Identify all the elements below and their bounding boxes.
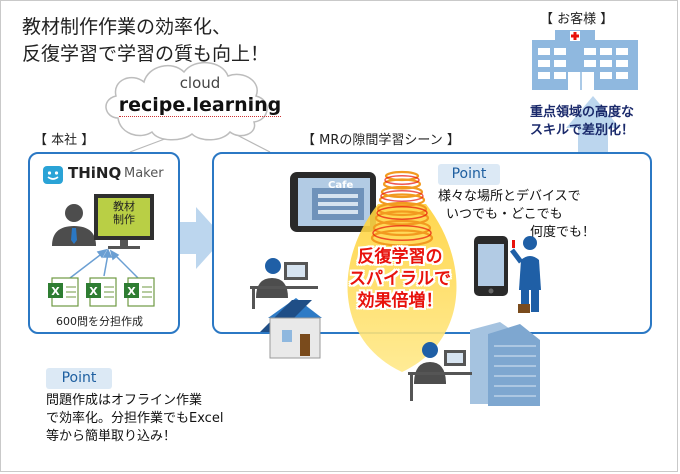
svg-text:X: X [89, 285, 98, 298]
cloud-label: cloud [179, 74, 221, 92]
hq-person-icon [52, 204, 96, 246]
cloud-shape [105, 62, 268, 141]
home-worker-icon [250, 258, 318, 309]
flow-arrow-right [177, 207, 224, 269]
mr-point-text-line-1: 様々な場所とデバイスで [438, 189, 581, 204]
upload-arrows [69, 248, 139, 279]
monitor-text: 教材 制作 [98, 200, 150, 226]
headline-line-1: 教材制作作業の効率化、 [22, 16, 232, 38]
tablet-screen-text: Cafe [328, 180, 354, 191]
monitor-text-line-2: 制作 [113, 213, 135, 226]
office-worker-icon [408, 342, 472, 401]
customer-label: 【 お客様 】 [540, 12, 614, 27]
thinq-face-icon [43, 166, 63, 184]
spiral-caption-line-1: 反復学習の [357, 247, 443, 267]
mr-point-text-line-3: 何度でも！ [530, 225, 596, 240]
logo-brand: THiNQ [68, 164, 122, 182]
office-building-icon [470, 322, 540, 406]
excel-file-icon-2: X [86, 277, 117, 307]
thinq-maker-logo: THiNQ Maker [42, 163, 174, 187]
headline-line-2: 反復学習で学習の質も向上！ [22, 43, 270, 65]
spiral-caption: 反復学習の スパイラルで 効果倍増！ [330, 246, 470, 312]
monitor-text-line-1: 教材 [113, 200, 135, 213]
bottom-point-text-line-2: で効率化。分担作業でもExcel [46, 411, 224, 426]
mr-point-text: 様々な場所とデバイスで いつでも・どこでも 何度でも！ [438, 188, 595, 242]
excel-file-icon-3: X [124, 277, 155, 307]
mr-point-badge: Point [438, 164, 500, 185]
excel-file-icon-1: X [48, 277, 79, 307]
bottom-point-badge: Point [46, 368, 112, 389]
hq-caption: 600問を分担作成 [56, 315, 143, 328]
standing-person-icon [510, 236, 541, 313]
customer-text-line-2: スキルで差別化！ [529, 123, 634, 138]
bottom-point-text: 問題作成はオフライン作業 で効率化。分担作業でもExcel 等から簡単取り込み！ [46, 392, 223, 446]
customer-text: 重点領域の高度な スキルで差別化！ [512, 104, 652, 140]
spiral-caption-line-2: スパイラルで [349, 269, 451, 289]
svg-text:X: X [127, 285, 136, 298]
customer-text-line-1: 重点領域の高度な [529, 105, 634, 120]
headquarters-label: 【 本社 】 [34, 133, 95, 148]
tablet-icon [290, 172, 376, 232]
headline: 教材制作作業の効率化、 反復学習で学習の質も向上！ [22, 14, 269, 68]
flow-arrow-up [566, 96, 620, 162]
spiral-graphic [347, 170, 457, 372]
mr-point-text-line-2: いつでも・どこでも [446, 207, 563, 222]
mr-scene-label: 【 MRの隙間学習シーン 】 [302, 133, 460, 148]
spiral-caption-line-3: 効果倍増！ [357, 291, 443, 311]
logo-product: Maker [124, 166, 164, 181]
bottom-point-text-line-3: 等から簡単取り込み！ [46, 429, 177, 444]
bottom-point-text-line-1: 問題作成はオフライン作業 [46, 393, 203, 408]
customer-building-icon [532, 30, 638, 90]
house-icon [260, 298, 322, 359]
smartphone-icon [474, 236, 508, 296]
cloud-service-name: recipe.learning [118, 94, 282, 117]
svg-text:X: X [51, 285, 60, 298]
cloud-connector-right [234, 133, 271, 153]
hq-monitor-icon [94, 194, 154, 249]
